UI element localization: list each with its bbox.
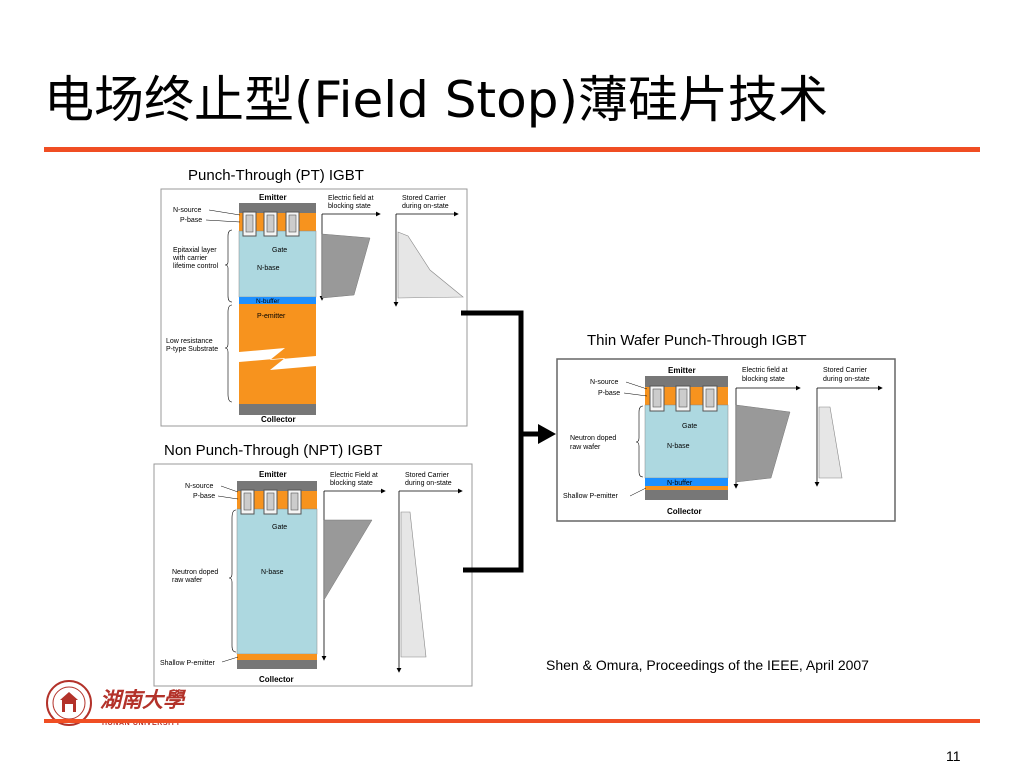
tw-n-base-label: N-base xyxy=(667,443,690,450)
page-number: 11 xyxy=(946,748,961,764)
tw-collector-label: Collector xyxy=(667,507,702,516)
pt-substrate-label-2: P-type Substrate xyxy=(166,346,218,353)
pt-epi-label-2: with carrier xyxy=(172,255,208,262)
npt-efield-shape xyxy=(323,519,373,601)
pt-n-buffer-label: N-buffer xyxy=(256,298,280,305)
pt-efield-shape xyxy=(321,233,371,299)
tw-igbt-diagram: Emitter Collector N-source P-base Gate N… xyxy=(556,358,896,522)
pt-igbt-diagram: Emitter Collector N-source P-base Gate N… xyxy=(160,188,468,427)
npt-p-emitter-thin xyxy=(237,654,317,660)
tw-carrier-label-1: Stored Carrier xyxy=(823,367,868,374)
npt-carrier-shape xyxy=(400,511,427,658)
pt-carrier-shape xyxy=(397,231,464,299)
pt-collector-bar xyxy=(239,404,316,415)
pt-collector-label: Collector xyxy=(261,415,296,424)
npt-collector-label: Collector xyxy=(259,675,294,684)
npt-gate-label: Gate xyxy=(272,524,287,531)
npt-n-source-label: N-source xyxy=(185,483,214,490)
pt-p-emitter-label: P-emitter xyxy=(257,313,286,320)
pt-n-base xyxy=(238,230,317,298)
tw-gate-trenches xyxy=(649,385,718,412)
tw-n-source-label: N-source xyxy=(590,379,619,386)
tw-emitter-bar xyxy=(645,376,728,387)
tw-carrier-label-2: during on-state xyxy=(823,376,870,383)
pt-emitter-bar xyxy=(239,203,316,213)
npt-emitter-bar xyxy=(237,481,317,491)
npt-p-base-label: P-base xyxy=(193,493,215,500)
tw-efield-label-1: Electric field at xyxy=(742,367,788,374)
pt-gate-trenches xyxy=(242,211,300,237)
pt-emitter-label: Emitter xyxy=(259,193,287,202)
tw-collector-bar xyxy=(645,490,728,500)
tw-wafer-label-2: raw wafer xyxy=(570,444,601,451)
npt-carrier-label-2: during on-state xyxy=(405,480,452,487)
pt-carrier-label-2: during on-state xyxy=(402,203,449,210)
university-name: 湖南大學 xyxy=(100,688,187,712)
merge-arrowhead xyxy=(538,424,556,444)
npt-emitter-label: Emitter xyxy=(259,470,287,479)
pt-n-base-label: N-base xyxy=(257,265,280,272)
footer-rule xyxy=(44,719,980,723)
pt-epi-label-1: Epitaxial layer xyxy=(173,247,217,254)
tw-p-emitter-thin xyxy=(645,486,728,490)
pt-efield-label-1: Electric field at xyxy=(328,195,374,202)
npt-n-base-label: N-base xyxy=(261,569,284,576)
pt-n-buffer xyxy=(239,297,316,304)
tw-wafer-label-1: Neutron doped xyxy=(570,435,616,442)
npt-wafer-label-2: raw wafer xyxy=(172,577,203,584)
pt-carrier-label-1: Stored Carrier xyxy=(402,195,447,202)
pt-caption: Punch-Through (PT) IGBT xyxy=(188,167,364,184)
tw-n-base xyxy=(644,404,729,479)
pt-p-base-label: P-base xyxy=(180,217,202,224)
npt-caption: Non Punch-Through (NPT) IGBT xyxy=(164,442,383,459)
merge-connector xyxy=(461,310,556,573)
slide-title: 电场终止型(Field Stop)薄硅片技术 xyxy=(44,71,828,129)
npt-shallow-label: Shallow P-emitter xyxy=(160,660,216,667)
tw-emitter-label: Emitter xyxy=(668,366,696,375)
npt-gate-trenches xyxy=(240,489,302,515)
tw-gate-label: Gate xyxy=(682,423,697,430)
pt-substrate-label-1: Low resistance xyxy=(166,338,213,345)
npt-carrier-label-1: Stored Carrier xyxy=(405,472,450,479)
npt-efield-label-1: Electric Field at xyxy=(330,472,378,479)
university-logo: 湖南大學 HUNAN UNIVERSITY xyxy=(46,680,187,727)
university-seal-icon xyxy=(46,680,92,726)
pt-break xyxy=(239,348,316,370)
tw-carrier-shape xyxy=(818,406,843,479)
npt-collector-bar xyxy=(237,660,317,669)
tw-efield-shape xyxy=(735,404,791,483)
tw-n-buffer xyxy=(645,478,728,486)
tw-efield-label-2: blocking state xyxy=(742,376,785,383)
pt-gate-label: Gate xyxy=(272,247,287,254)
citation: Shen & Omura, Proceedings of the IEEE, A… xyxy=(546,657,869,673)
tw-shallow-label: Shallow P-emitter xyxy=(563,493,619,500)
npt-efield-label-2: blocking state xyxy=(330,480,373,487)
tw-n-buffer-label: N-buffer xyxy=(667,480,693,487)
pt-epi-label-3: lifetime control xyxy=(173,263,219,270)
npt-igbt-diagram: Emitter Collector N-source P-base Gate N… xyxy=(153,463,473,687)
tw-p-base-label: P-base xyxy=(598,390,620,397)
title-underline xyxy=(44,147,980,152)
pt-n-source-label: N-source xyxy=(173,207,202,214)
tw-caption: Thin Wafer Punch-Through IGBT xyxy=(587,332,807,349)
university-subtitle: HUNAN UNIVERSITY xyxy=(102,720,181,727)
pt-efield-label-2: blocking state xyxy=(328,203,371,210)
npt-n-base xyxy=(236,508,318,655)
npt-wafer-label-1: Neutron doped xyxy=(172,569,218,576)
